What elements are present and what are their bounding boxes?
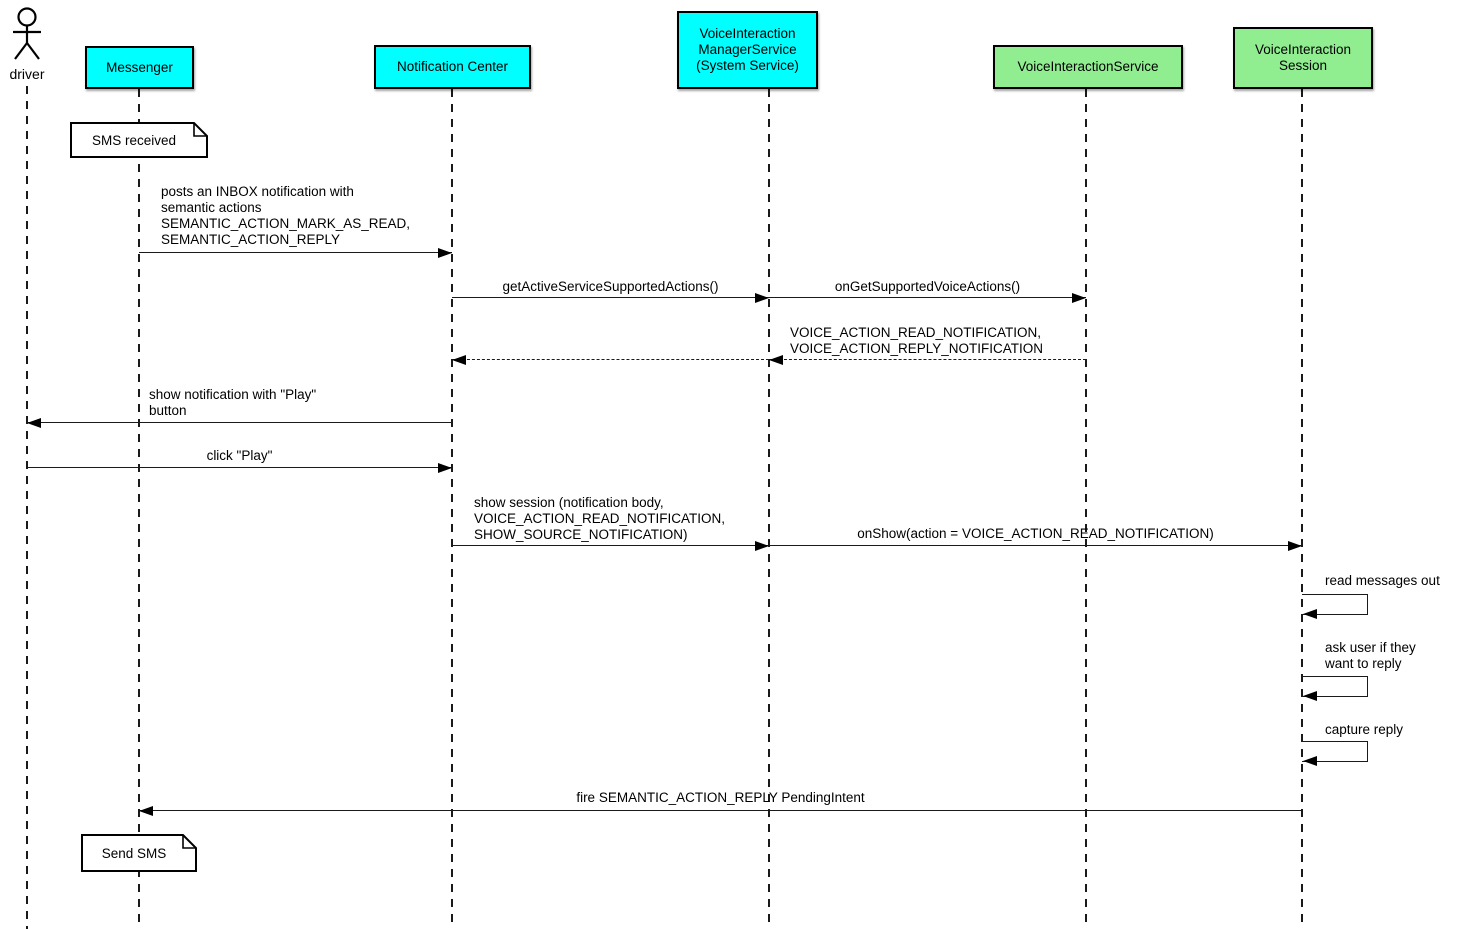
note-sms-received-text: SMS received	[91, 132, 177, 148]
arrowhead-left-icon	[1303, 609, 1317, 619]
msg-show-session-line	[452, 545, 769, 546]
note-send-sms-text: Send SMS	[101, 845, 167, 861]
msg-on-show-label: onShow(action = VOICE_ACTION_READ_NOTIFI…	[857, 526, 1214, 541]
arrowhead-right-icon	[438, 248, 452, 258]
participant-notification-center: Notification Center	[374, 45, 531, 89]
note-send-sms: Send SMS	[81, 834, 197, 872]
msg-capture-reply-selfloop	[1302, 741, 1368, 762]
msg-on-get-supported-voice-actions-label: onGetSupportedVoiceActions()	[834, 279, 1021, 294]
msg-show-notification-label: show notification with "Play" button	[149, 387, 317, 418]
lifeline-messenger	[138, 89, 140, 929]
msg-voice-actions-return-label: VOICE_ACTION_READ_NOTIFICATION, VOICE_AC…	[790, 325, 1044, 356]
arrowhead-left-icon	[452, 355, 466, 365]
note-shape	[81, 834, 197, 872]
msg-click-play-label: click "Play"	[206, 448, 273, 463]
msg-posts-inbox-notification-label: posts an INBOX notification with semanti…	[161, 184, 411, 247]
participant-voice-interaction-session-label: VoiceInteraction Session	[1254, 42, 1352, 73]
participant-messenger: Messenger	[85, 46, 194, 89]
arrowhead-left-icon	[769, 355, 783, 365]
arrowhead-right-icon	[1072, 293, 1086, 303]
arrowhead-right-icon	[755, 541, 769, 551]
msg-ask-user-reply-selfloop	[1302, 676, 1368, 697]
lifeline-voice-interaction-service	[1085, 89, 1087, 929]
msg-fire-pending-intent-label: fire SEMANTIC_ACTION_REPLY PendingIntent	[576, 790, 865, 805]
lifeline-notification-center	[451, 89, 453, 929]
msg-on-show-line	[769, 545, 1302, 546]
msg-read-messages-out-label: read messages out	[1325, 573, 1440, 588]
arrowhead-left-icon	[27, 418, 41, 428]
msg-get-active-service-supported-actions-label: getActiveServiceSupportedActions()	[502, 279, 719, 294]
msg-read-messages-out-selfloop	[1302, 594, 1368, 615]
msg-click-play-line	[27, 467, 452, 468]
msg-fire-pending-intent-line	[139, 810, 1302, 811]
note-shape	[70, 122, 208, 158]
lifeline-voice-interaction-manager-service	[768, 89, 770, 929]
arrowhead-right-icon	[1288, 541, 1302, 551]
participant-messenger-label: Messenger	[106, 59, 173, 75]
msg-show-notification-line	[27, 422, 452, 423]
msg-voice-actions-return-line	[769, 359, 1086, 360]
participant-voice-interaction-session: VoiceInteraction Session	[1233, 27, 1373, 89]
participant-voice-interaction-manager-service: VoiceInteraction ManagerService (System …	[677, 11, 818, 89]
msg-ask-user-reply-label: ask user if they want to reply	[1325, 640, 1416, 671]
participant-voice-interaction-service-label: VoiceInteractionService	[1017, 59, 1159, 74]
msg-capture-reply-label: capture reply	[1325, 722, 1404, 737]
arrowhead-right-icon	[438, 463, 452, 473]
arrowhead-left-icon	[1303, 691, 1317, 701]
msg-posts-inbox-notification-line	[139, 252, 452, 253]
participant-notification-center-label: Notification Center	[396, 59, 509, 74]
arrowhead-left-icon	[139, 806, 153, 816]
actor-driver-icon	[13, 7, 41, 60]
arrowhead-right-icon	[755, 293, 769, 303]
msg-show-session-label: show session (notification body, VOICE_A…	[474, 495, 726, 542]
actor-driver-label: driver	[9, 66, 45, 82]
note-sms-received: SMS received	[70, 122, 208, 158]
msg-on-get-supported-voice-actions-line	[769, 297, 1086, 298]
arrowhead-left-icon	[1303, 756, 1317, 766]
msg-get-active-service-supported-actions-line	[452, 297, 769, 298]
lifeline-voice-interaction-session	[1301, 89, 1303, 929]
msg-return-to-notification-center-line	[452, 359, 769, 360]
participant-voice-interaction-service: VoiceInteractionService	[993, 45, 1183, 89]
participant-voice-interaction-manager-service-label: VoiceInteraction ManagerService (System …	[696, 26, 799, 73]
lifeline-driver	[26, 86, 28, 929]
